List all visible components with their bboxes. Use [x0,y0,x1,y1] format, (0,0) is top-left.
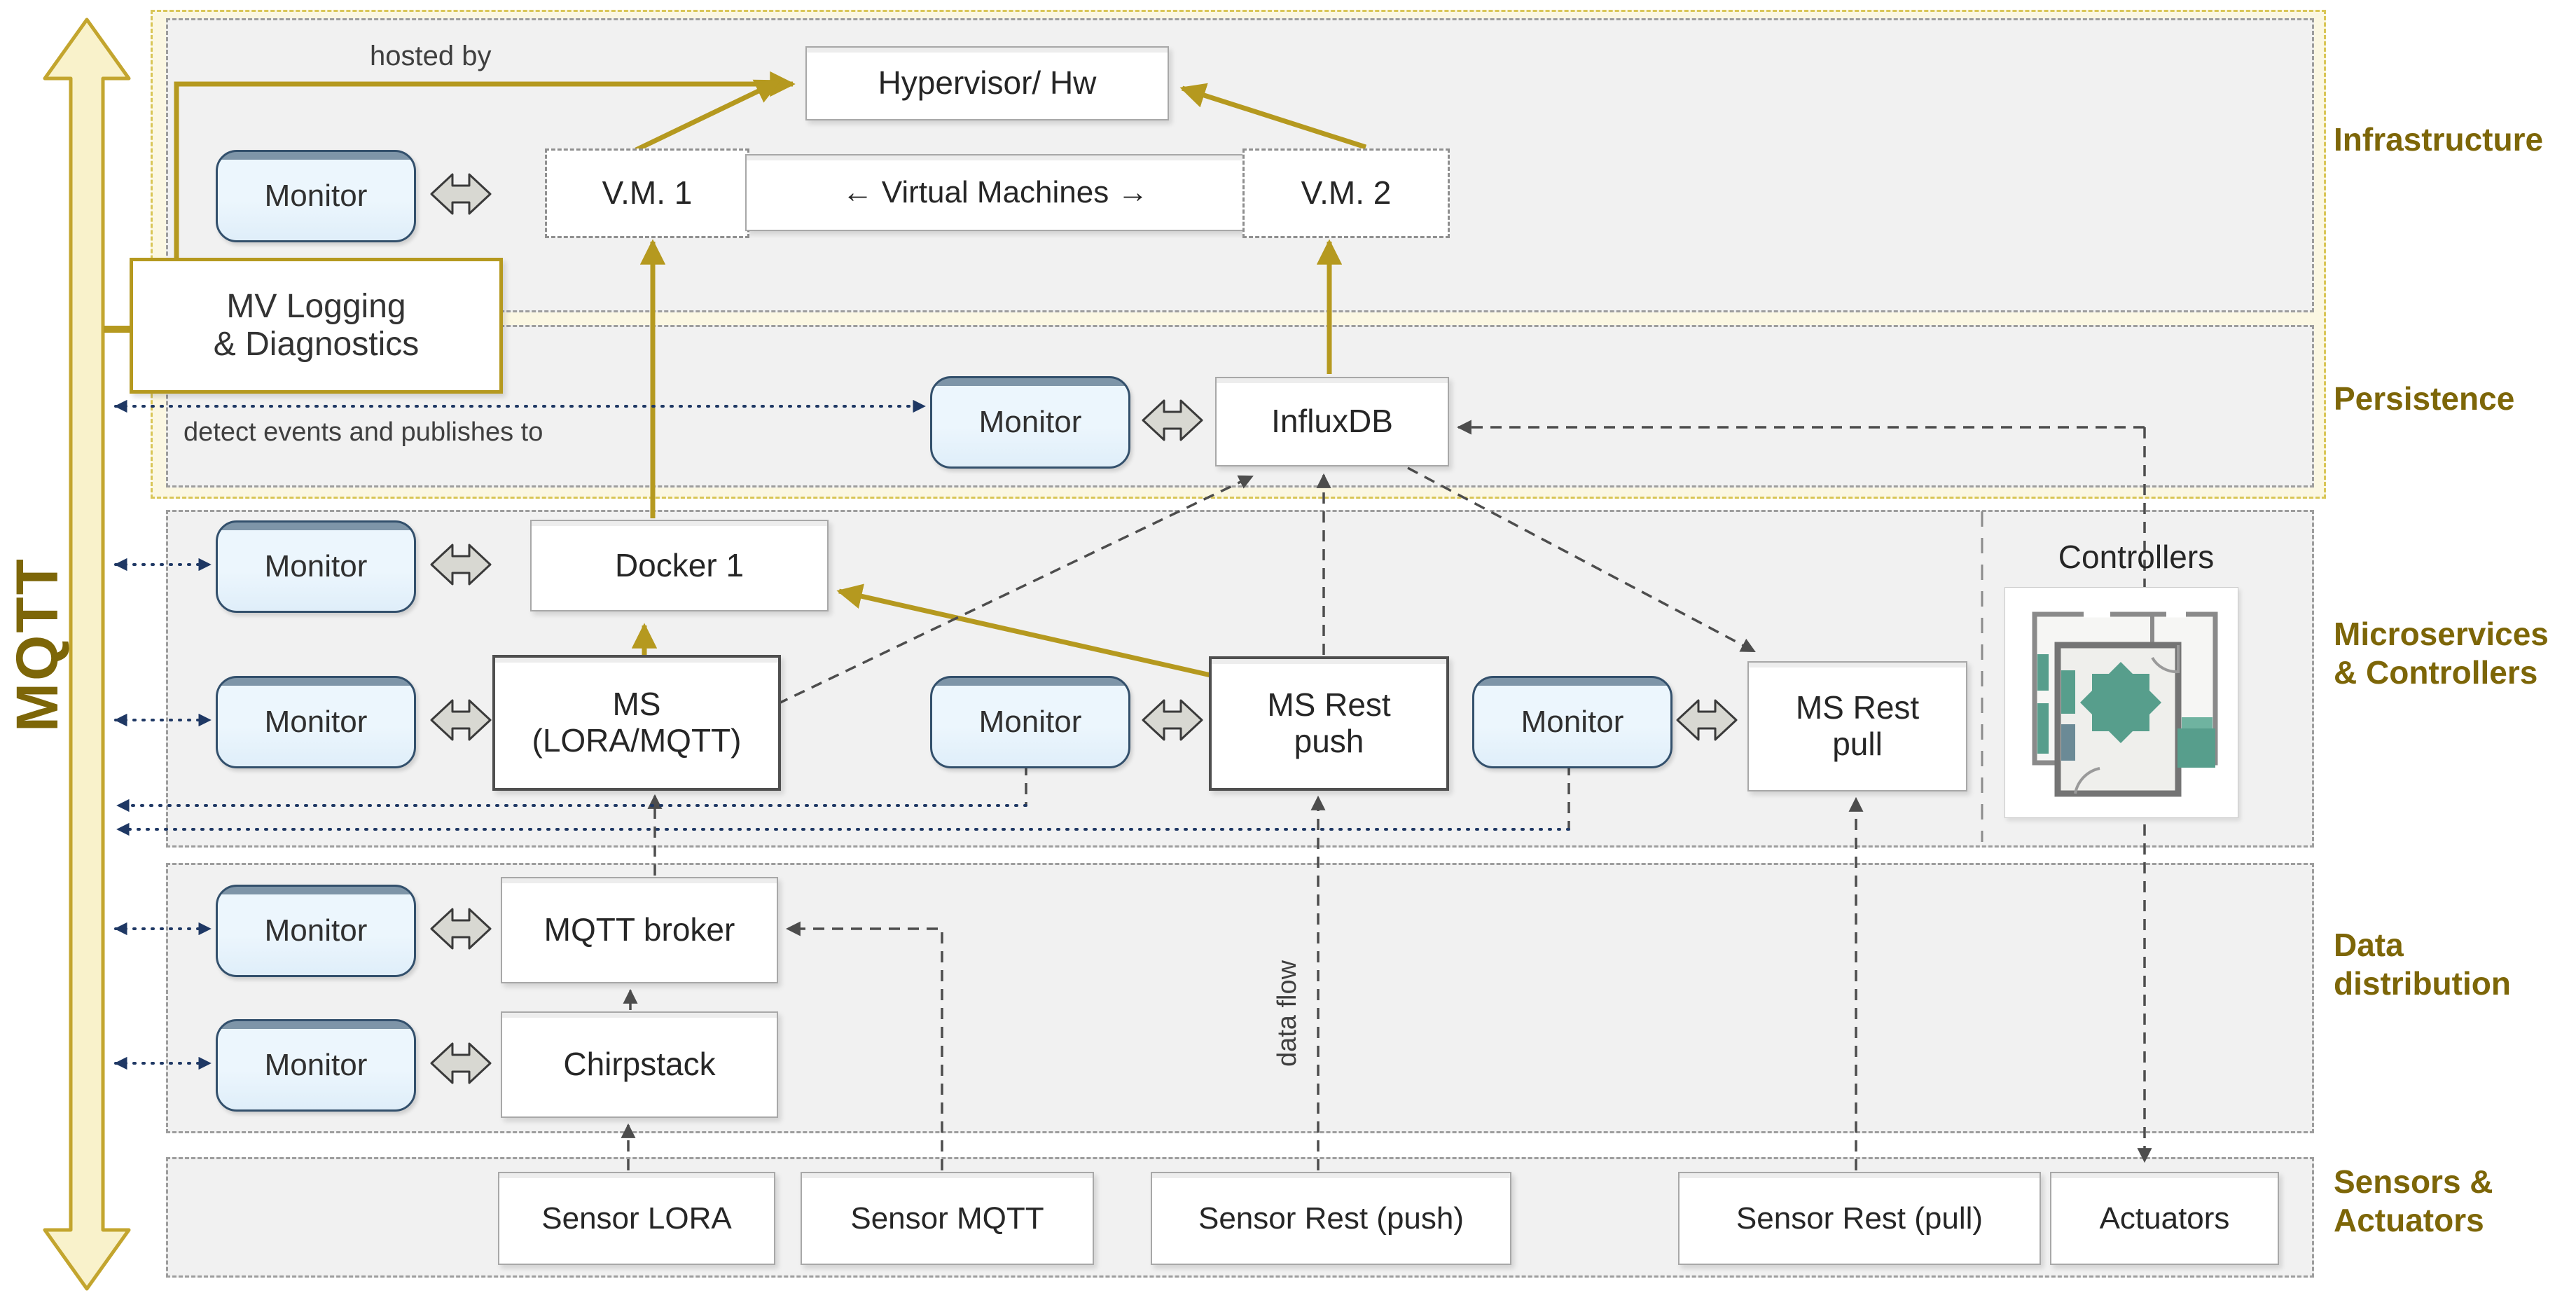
monitor-box-infrastructure: Monitor [216,150,416,242]
node-ms-rest-push: MS Rest push [1209,656,1449,791]
monitor-label: Monitor [264,913,368,948]
node-actuators: Actuators [2050,1172,2279,1265]
node-sensor-mqtt: Sensor MQTT [801,1172,1094,1265]
layer-label-data-line1: Data [2334,927,2404,963]
monitor-box-mqtt-broker: Monitor [216,885,416,977]
layer-label-data-distribution: Data distribution [2334,926,2576,1003]
ms-push-line2: push [1294,723,1364,759]
mqtt-broker-label: MQTT broker [543,911,735,948]
sync-diamond-icon [430,1042,492,1084]
node-mqtt-broker: MQTT broker [501,877,778,983]
node-sensor-lora: Sensor LORA [498,1172,775,1265]
hypervisor-label: Hypervisor/ Hw [878,64,1097,102]
node-sensor-rest-pull: Sensor Rest (pull) [1678,1172,2041,1265]
layer-label-sensors: Sensors & Actuators [2334,1163,2576,1240]
monitor-label: Monitor [264,179,368,214]
layer-label-infrastructure: Infrastructure [2334,121,2544,158]
sync-diamond-icon [430,173,492,215]
layer-label-microservices-line2: & Controllers [2334,654,2538,691]
controllers-title: Controllers [2058,539,2215,575]
ms-lora-line1: MS [612,686,661,723]
monitor-label: Monitor [264,1048,368,1083]
sensor-mqtt-label: Sensor MQTT [850,1201,1044,1236]
floorplan-graphic [2032,611,2218,797]
layer-label-sensors-line2: Actuators [2334,1202,2484,1238]
node-vm2: V.M. 2 [1242,148,1450,238]
sensor-lora-label: Sensor LORA [541,1201,732,1236]
vm2-label: V.M. 2 [1301,174,1392,212]
layer-label-persistence: Persistence [2334,380,2515,417]
layer-label-data-line2: distribution [2334,965,2511,1002]
monitor-box-ms-lora: Monitor [216,676,416,768]
controllers-floorplan-image [2004,587,2238,818]
node-vm1: V.M. 1 [545,148,749,238]
monitor-box-ms-pull: Monitor [1472,676,1673,768]
monitor-label: Monitor [978,705,1082,740]
sync-diamond-icon [1142,399,1203,441]
node-mv-logging: MV Logging & Diagnostics [130,258,503,394]
layer-label-microservices: Microservices & Controllers [2334,615,2576,692]
docker1-label: Docker 1 [614,546,745,583]
layer-label-microservices-line1: Microservices [2334,616,2549,652]
ms-lora-line2: (LORA/MQTT) [532,722,742,759]
node-influxdb: InfluxDB [1215,377,1449,466]
ms-pull-line2: pull [1832,726,1883,762]
node-chirpstack: Chirpstack [501,1011,778,1118]
sync-diamond-icon [430,699,492,741]
monitor-label: Monitor [264,705,368,740]
node-docker1: Docker 1 [530,520,829,611]
ms-push-line1: MS Rest [1267,686,1391,724]
node-ms-rest-pull: MS Rest pull [1747,661,1967,791]
data-flow-label: data flow [1273,960,1302,1067]
sensor-rest-push-label: Sensor Rest (push) [1198,1201,1464,1236]
monitor-box-docker: Monitor [216,520,416,613]
influxdb-label: InfluxDB [1271,403,1393,440]
monitor-box-persistence: Monitor [930,376,1130,469]
node-ms-lora-mqtt: MS (LORA/MQTT) [492,655,781,791]
sync-diamond-icon [430,908,492,950]
monitor-box-ms-push: Monitor [930,676,1130,768]
monitor-label: Monitor [1521,705,1624,740]
mqtt-bus-arrow [43,18,131,1291]
chirpstack-label: Chirpstack [563,1046,716,1083]
sensor-rest-pull-label: Sensor Rest (pull) [1736,1201,1983,1236]
sync-diamond-icon [430,544,492,586]
monitor-label: Monitor [264,549,368,584]
vm1-label: V.M. 1 [602,174,693,212]
actuators-label: Actuators [2099,1201,2230,1236]
layer-label-sensors-line1: Sensors & [2334,1163,2493,1200]
mqtt-bus-label: MQTT [4,557,70,732]
hosted-by-label: hosted by [370,41,492,71]
node-sensor-rest-push: Sensor Rest (push) [1151,1172,1511,1265]
sync-diamond-icon [1142,699,1203,741]
monitor-label: Monitor [978,405,1082,440]
mv-logging-line2: & Diagnostics [213,326,420,363]
ms-pull-line1: MS Rest [1795,689,1920,726]
detect-events-label: detect events and publishes to [183,417,543,447]
node-hypervisor: Hypervisor/ Hw [805,46,1169,120]
virtual-machines-label: ← Virtual Machines → [842,175,1149,210]
monitor-box-chirpstack: Monitor [216,1019,416,1112]
node-virtual-machines: ← Virtual Machines → [745,154,1245,231]
sync-diamond-icon [1676,699,1738,741]
mv-logging-line1: MV Logging [226,288,406,326]
